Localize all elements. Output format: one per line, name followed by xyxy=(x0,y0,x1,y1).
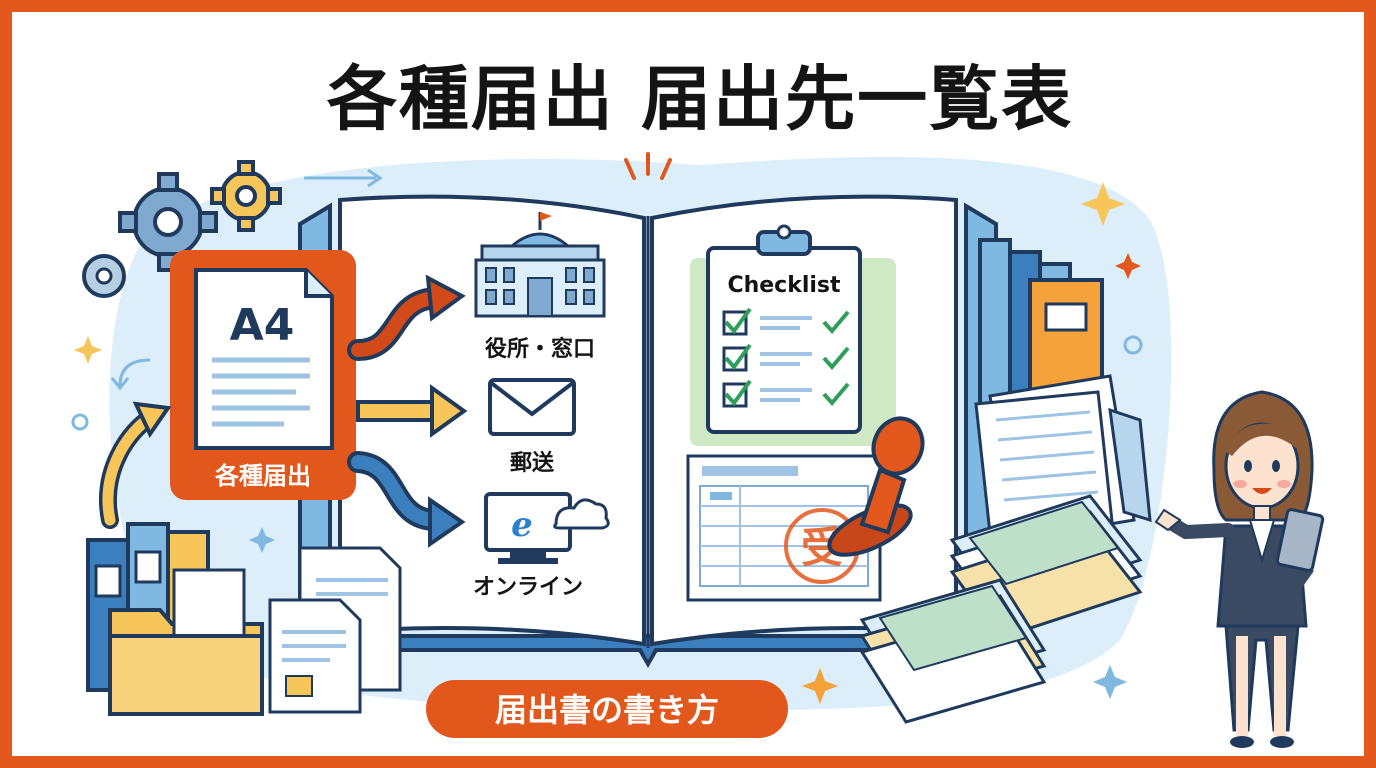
check-icon xyxy=(822,346,850,371)
check-icon xyxy=(724,307,752,335)
channel-label-online: オンライン xyxy=(473,575,583,600)
sparkle-icon xyxy=(1081,182,1125,226)
document-stack-right xyxy=(974,374,1152,554)
gear-icon xyxy=(118,172,218,272)
sparkle-icon xyxy=(1115,253,1141,279)
channel-label-mail: 郵送 xyxy=(510,450,554,476)
checklist-row xyxy=(722,307,850,336)
paper-size-label: A4 xyxy=(230,300,295,351)
checklist-heading: Checklist xyxy=(727,273,841,298)
cloud-decoration xyxy=(960,166,1050,208)
arrow-to-office xyxy=(347,274,466,361)
computer-browser-icon: e xyxy=(484,492,610,564)
gear-icon xyxy=(210,160,282,232)
dot-decoration xyxy=(71,413,89,431)
channel-office: 役所・窓口 xyxy=(474,212,606,362)
return-arrow-icon xyxy=(110,358,151,391)
sparkle-icon xyxy=(249,527,275,553)
check-icon xyxy=(724,379,752,407)
gear-icon xyxy=(82,254,126,298)
curved-arrow-icon xyxy=(99,401,172,529)
document-card-label: 各種届出 xyxy=(214,462,311,490)
checklist-clipboard: Checklist xyxy=(706,224,862,434)
sparkle-icon xyxy=(74,336,102,364)
channel-label-office: 役所・窓口 xyxy=(485,336,595,362)
businesswoman-character xyxy=(1154,390,1325,748)
check-icon xyxy=(724,343,752,371)
guide-badge-label: 届出書の書き方 xyxy=(495,691,719,729)
rubber-stamp-icon xyxy=(827,416,925,557)
paper-pile-right xyxy=(859,494,1143,724)
channel-mail: 郵送 xyxy=(488,378,576,476)
application-form xyxy=(686,454,882,602)
checklist-row xyxy=(722,379,850,408)
svg-text:e: e xyxy=(511,505,533,545)
government-building-icon xyxy=(474,212,606,318)
paper-stack xyxy=(268,546,402,714)
illustration: 役所・窓口 郵送 e オンライン Checklist xyxy=(71,152,1325,748)
sparkle-icon xyxy=(1093,665,1127,699)
check-icon xyxy=(822,310,850,335)
checklist-row xyxy=(722,343,850,372)
highlight-lines xyxy=(624,152,672,180)
page-title: 各種届出 届出先一覧表 xyxy=(326,58,1074,140)
check-icon xyxy=(822,382,850,407)
arrow-right-icon xyxy=(304,168,383,188)
arrow-to-mail xyxy=(356,384,468,438)
channel-online: e オンライン xyxy=(473,492,610,600)
envelope-icon xyxy=(488,378,576,436)
arrow-to-online xyxy=(347,451,466,548)
guide-badge[interactable]: 届出書の書き方 xyxy=(426,680,788,738)
document-card: A4 各種届出 xyxy=(170,250,356,500)
sparkle-icon xyxy=(802,668,838,704)
folder-icon xyxy=(108,568,264,716)
dot-decoration xyxy=(1123,335,1143,355)
